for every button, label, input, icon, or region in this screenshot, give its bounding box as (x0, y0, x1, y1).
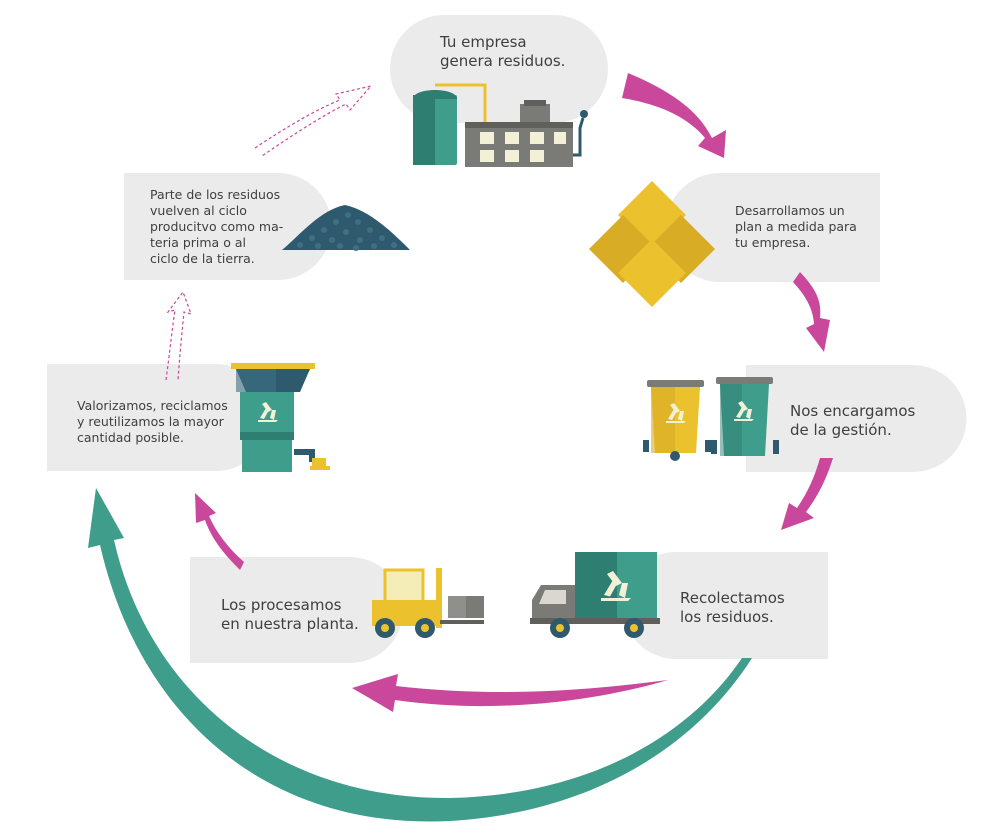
step-bubble-5 (190, 557, 403, 663)
step-bubble-4 (622, 552, 828, 659)
arrow-1-to-2 (622, 73, 726, 158)
step-6-label: Valorizamos, reciclamos y reutilizamos l… (77, 398, 247, 446)
pellet-pile-icon (282, 205, 410, 251)
yellow-bin-icon (643, 380, 711, 461)
step-6-line-3: cantidad posible. (77, 430, 184, 445)
step-5-line-1: Los procesamos (221, 596, 342, 614)
arrow-4-to-5 (352, 674, 668, 712)
step-2-line-3: tu empresa. (735, 235, 811, 250)
arrow-5-to-6 (195, 493, 244, 570)
step-2-line-2: plan a medida para (735, 219, 857, 234)
puzzle-icon (589, 181, 715, 307)
step-2-label: Desarrollamos un plan a medida para tu e… (735, 203, 865, 251)
arrow-3-to-4 (781, 458, 833, 530)
arrow-2-to-3 (793, 272, 830, 352)
step-bubble-2 (665, 173, 880, 282)
step-bubble-7 (124, 173, 332, 280)
step-6-line-1: Valorizamos, reciclamos (77, 398, 228, 413)
step-7-line-2: vuelven al ciclo (150, 203, 247, 218)
dashed-arrow-6-to-7 (165, 290, 192, 381)
step-7-line-3: producitvo como ma- (150, 219, 284, 234)
green-bin-icon (711, 377, 779, 456)
step-3-label: Nos encargamos de la gestión. (790, 402, 940, 440)
step-bubble-6 (47, 364, 270, 471)
step-3-line-2: de la gestión. (790, 421, 892, 440)
step-6-line-2: y reutilizamos la mayor (77, 414, 224, 429)
factory-icon (413, 83, 588, 167)
step-1-line-2: genera residuos. (440, 52, 566, 71)
step-1-label: Tu empresa genera residuos. (440, 33, 610, 71)
dashed-arrow-7-to-1 (254, 85, 373, 157)
step-4-line-2: los residuos. (680, 608, 774, 627)
recycling-machine-icon (231, 363, 330, 472)
step-7-line-5: ciclo de la tierra. (150, 251, 255, 266)
truck-icon (530, 552, 660, 638)
forklift-icon (372, 568, 484, 638)
step-7-line-1: Parte de los residuos (150, 187, 281, 202)
step-1-line-1: Tu empresa (440, 33, 527, 51)
step-3-line-1: Nos encargamos (790, 402, 916, 420)
step-4-label: Recolectamos los residuos. (680, 589, 820, 627)
step-4-line-1: Recolectamos (680, 589, 785, 607)
step-5-line-2: en nuestra planta. (221, 615, 359, 634)
step-7-label: Parte de los residuos vuelven al ciclo p… (150, 187, 310, 267)
step-5-label: Los procesamos en nuestra planta. (221, 596, 381, 634)
step-bubble-3 (746, 365, 967, 472)
step-7-line-4: teria prima o al (150, 235, 246, 250)
step-2-line-1: Desarrollamos un (735, 203, 845, 218)
teal-return-arrow (88, 488, 752, 822)
